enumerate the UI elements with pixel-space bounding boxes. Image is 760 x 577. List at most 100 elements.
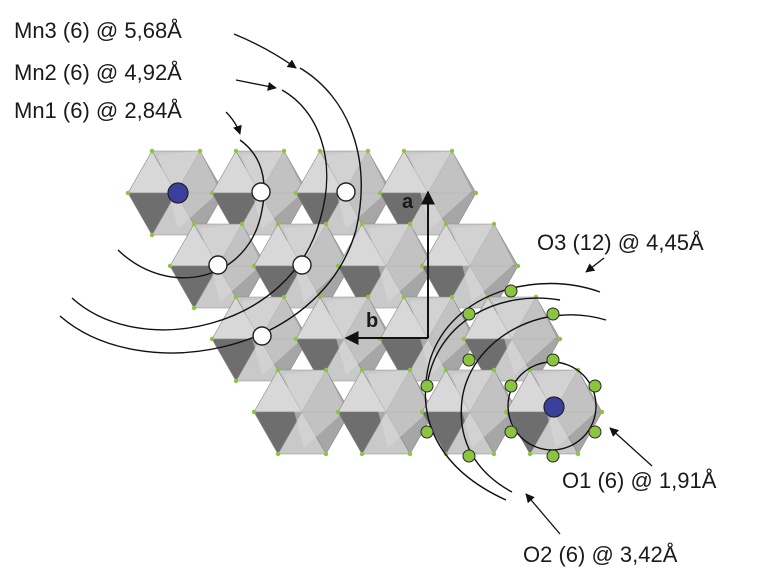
oxygen-atom <box>420 379 434 393</box>
axis-a-label: a <box>402 191 414 213</box>
mn-neighbor-atom <box>336 182 356 202</box>
vertex-oxygen-dot <box>359 367 365 373</box>
vertex-oxygen-dot <box>575 451 581 457</box>
mn3-label: Mn3 (6) @ 5,68Å <box>14 18 182 43</box>
octahedron-face <box>211 338 261 382</box>
o3-label: O3 (12) @ 4,45Å <box>537 230 704 255</box>
vertex-oxygen-dot <box>191 305 197 311</box>
vertex-oxygen-dot <box>491 367 497 373</box>
vertex-oxygen-dot <box>275 451 281 457</box>
octahedron-front-face <box>242 151 304 229</box>
octahedron-front-face <box>368 224 430 302</box>
octahedron <box>209 294 311 384</box>
o2-pointer <box>525 493 561 535</box>
octahedron-front-face <box>494 297 556 375</box>
vertex-oxygen-dot <box>293 190 299 196</box>
vertex-oxygen-dot <box>209 190 215 196</box>
octahedron-face <box>127 192 177 236</box>
octahedron <box>419 367 521 457</box>
octahedron <box>293 148 395 238</box>
vertex-oxygen-dot <box>293 336 299 342</box>
octahedron-face <box>253 411 303 455</box>
mn-center-atom-left <box>167 182 189 204</box>
vertex-oxygen-dot <box>191 221 197 227</box>
vertex-oxygen-dot <box>323 451 329 457</box>
vertex-oxygen-dot <box>167 263 173 269</box>
vertex-oxygen-dot <box>197 148 203 154</box>
mn-neighbor-atom <box>251 182 271 202</box>
octahedron-face <box>295 192 345 236</box>
octahedron <box>377 148 479 238</box>
vertex-oxygen-dot <box>233 148 239 154</box>
mn2-label: Mn2 (6) @ 4,92Å <box>14 60 182 85</box>
oxygen-atom <box>420 425 434 439</box>
octahedron <box>251 367 353 457</box>
oxygen-atom <box>462 449 476 463</box>
vertex-oxygen-dot <box>275 367 281 373</box>
octahedron <box>503 367 605 457</box>
vertex-oxygen-dot <box>419 263 425 269</box>
vertex-oxygen-dot <box>323 367 329 373</box>
vertex-oxygen-dot <box>449 148 455 154</box>
vertex-oxygen-dot <box>209 336 215 342</box>
octahedra-layer <box>125 148 605 457</box>
vertex-oxygen-dot <box>527 451 533 457</box>
mn2-shell-arc <box>71 89 328 331</box>
octahedron-front-face <box>536 370 598 448</box>
octahedron-face <box>337 411 387 455</box>
vertex-oxygen-dot <box>443 221 449 227</box>
mn3-pointer <box>233 33 297 69</box>
vertex-oxygen-dot <box>557 336 563 342</box>
vertex-oxygen-dot <box>515 263 521 269</box>
octahedron-face <box>337 265 387 309</box>
vertex-oxygen-dot <box>239 221 245 227</box>
shell-arcs-layer <box>59 67 607 501</box>
vertex-oxygen-dot <box>317 294 323 300</box>
atom-markers-layer <box>167 182 602 463</box>
mn2-pointer <box>235 79 277 91</box>
vertex-oxygen-dot <box>275 221 281 227</box>
octahedron-front-face <box>284 224 346 302</box>
oxygen-atom <box>588 425 602 439</box>
mn1-pointer <box>225 111 242 135</box>
vertex-oxygen-dot <box>419 409 425 415</box>
vertex-oxygen-dot <box>317 148 323 154</box>
octahedron-face <box>463 338 513 382</box>
o3-shell-arc <box>424 282 601 501</box>
vertex-oxygen-dot <box>233 294 239 300</box>
octahedron <box>335 221 437 311</box>
label-pointers <box>225 33 653 535</box>
vertex-oxygen-dot <box>365 148 371 154</box>
vertex-oxygen-dot <box>491 221 497 227</box>
octahedron-face <box>211 192 261 236</box>
vertex-oxygen-dot <box>401 294 407 300</box>
mn3-shell-arc <box>59 67 362 354</box>
mn1-label: Mn1 (6) @ 2,84Å <box>14 98 182 123</box>
vertex-oxygen-dot <box>251 409 257 415</box>
octahedron-front-face <box>452 370 514 448</box>
octahedron-face <box>379 192 429 236</box>
octahedron-face <box>295 338 345 382</box>
oxygen-atom <box>504 284 518 298</box>
oxygen-atom <box>504 379 518 393</box>
mn-center-atom-right <box>543 396 565 418</box>
vertex-oxygen-dot <box>365 294 371 300</box>
mn-neighbor-atom <box>252 326 272 346</box>
o1-pointer <box>609 427 653 467</box>
octahedron-front-face <box>242 297 304 375</box>
mn-neighbor-atom <box>292 255 312 275</box>
vertex-oxygen-dot <box>473 190 479 196</box>
vertex-oxygen-dot <box>359 221 365 227</box>
oxygen-atom <box>588 379 602 393</box>
oxygen-atom <box>546 449 560 463</box>
oxygen-atom <box>462 307 476 321</box>
vertex-oxygen-dot <box>281 294 287 300</box>
octahedron-front-face <box>326 151 388 229</box>
vertex-oxygen-dot <box>149 148 155 154</box>
octahedron-front-face <box>158 151 220 229</box>
vertex-oxygen-dot <box>491 451 497 457</box>
vertex-oxygen-dot <box>503 409 509 415</box>
vertex-oxygen-dot <box>407 221 413 227</box>
vertex-oxygen-dot <box>449 294 455 300</box>
